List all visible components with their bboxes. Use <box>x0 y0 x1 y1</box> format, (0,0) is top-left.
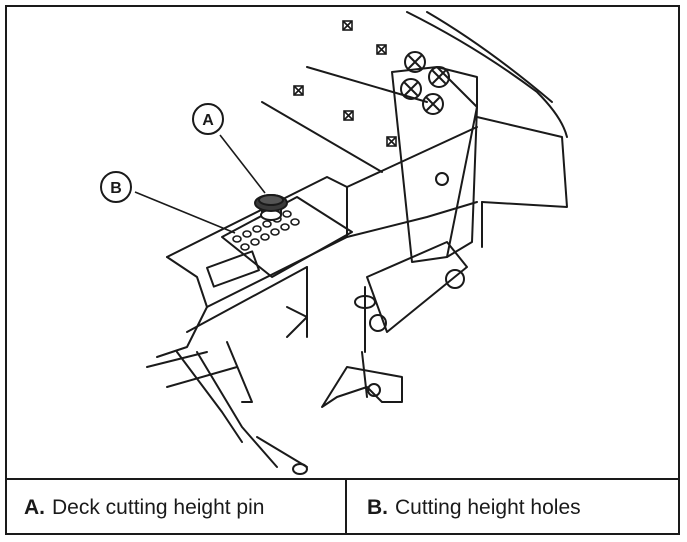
legend-text-a: Deck cutting height pin <box>52 495 265 519</box>
figure-frame: A B A. Deck cutting height pin B. Cuttin… <box>5 5 680 535</box>
legend-text-b: Cutting height holes <box>395 495 581 519</box>
legend-item-b: B. Cutting height holes <box>347 480 678 535</box>
deck-top-edge-inner <box>426 11 553 103</box>
lift-arm-top <box>166 126 478 258</box>
deck-cutting-height-pin <box>254 194 288 221</box>
leader-line-b <box>134 191 236 234</box>
legend-item-a: A. Deck cutting height pin <box>7 480 347 535</box>
deck-slope-line <box>306 66 428 103</box>
legend-key-a: A. <box>24 495 45 519</box>
bolt-1 <box>404 51 426 73</box>
deck-fastener <box>343 110 354 121</box>
rear-frame <box>476 116 568 208</box>
legend-key-b: B. <box>367 495 388 519</box>
callout-b: B <box>100 171 132 203</box>
height-plate <box>221 196 353 278</box>
callout-b-letter: B <box>110 180 122 197</box>
lower-link <box>196 351 278 468</box>
deck-height-illustration: A B <box>100 11 568 475</box>
bolt-2 <box>428 66 450 88</box>
deck-fastener <box>376 44 387 55</box>
vertical-bracket <box>391 66 478 263</box>
pivot-link <box>366 241 468 333</box>
bolt-3 <box>400 78 422 100</box>
lift-arm-side <box>156 306 208 358</box>
cutting-height-holes <box>232 210 300 251</box>
leader-line-a <box>219 134 266 194</box>
callout-a: A <box>192 103 224 135</box>
figure-legend: A. Deck cutting height pin B. Cutting he… <box>7 478 678 535</box>
deck-fastener <box>293 85 304 96</box>
deck-rear-line <box>261 101 383 173</box>
front-hanger <box>321 366 403 408</box>
label-plate <box>206 250 260 288</box>
deck-fastener <box>386 136 397 147</box>
deck-fastener <box>342 20 353 31</box>
deck-top-edge <box>406 11 568 138</box>
callout-a-letter: A <box>202 112 214 129</box>
bolt-4 <box>422 93 444 115</box>
